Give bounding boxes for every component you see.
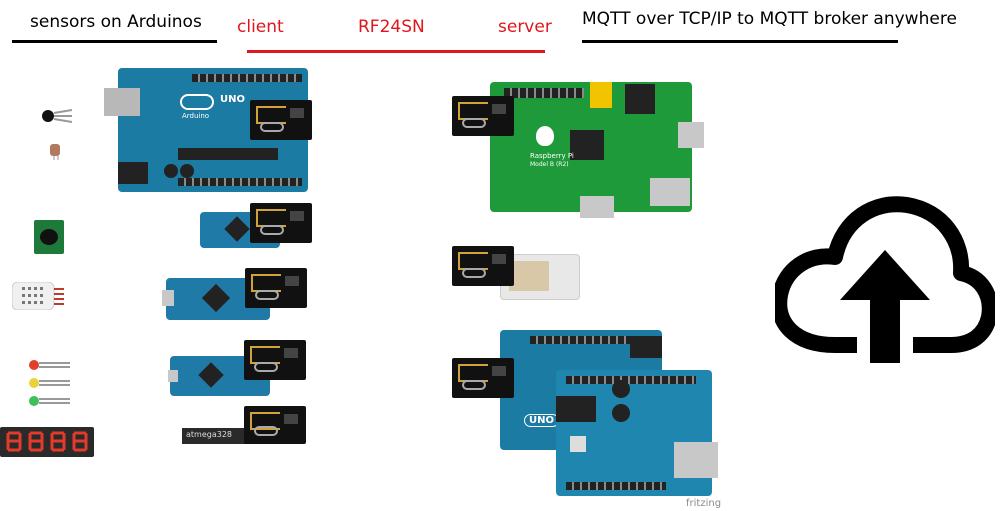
rule-rf24sn: [247, 50, 545, 53]
rule-sensors: [12, 40, 217, 43]
rf24-module-server-arduino: [452, 358, 514, 398]
rf24-module-client-4: [244, 340, 306, 380]
ethernet-shield: [556, 370, 718, 496]
raspberry-pi-server: Raspberry Pi Model B (R2): [490, 82, 704, 218]
led-red-icon: [28, 356, 70, 370]
uno-sub-label: Arduino: [182, 112, 210, 120]
rf24-module-server-2: [452, 246, 514, 286]
led-yellow-icon: [28, 374, 70, 388]
power-jack-client: [118, 162, 148, 184]
rule-mqtt: [582, 40, 898, 43]
header-mqtt: MQTT over TCP/IP to MQTT broker anywhere: [582, 9, 957, 29]
sensor-transistor-icon: [42, 108, 73, 126]
sensor-module-icon: [34, 220, 64, 254]
header-sensors: sensors on Arduinos: [30, 12, 202, 32]
atmega-label: atmega328: [186, 430, 233, 439]
sensor-dht-icon: [11, 281, 64, 311]
rf24-module-client-3: [245, 268, 307, 308]
header-server: server: [498, 17, 552, 37]
arduino-logo-icon: [180, 94, 214, 110]
pi-model-label: Model B (R2): [530, 161, 569, 168]
header-rf24sn: RF24SN: [358, 17, 425, 37]
led-green-icon: [28, 392, 70, 406]
rf24-module-client-5: [244, 406, 306, 444]
header-client: client: [237, 17, 284, 37]
raspberry-logo-icon: [536, 126, 554, 146]
rf24-module-client-2: [250, 203, 312, 243]
rf24-module-client-uno: [250, 100, 312, 140]
cloud-upload-icon: [771, 195, 998, 365]
uno-brand-label: UNO: [220, 94, 245, 105]
usb-port-client: [104, 88, 140, 116]
fritzing-credit: fritzing: [686, 498, 722, 509]
sensor-photoresistor-icon: [48, 142, 64, 160]
rf24-module-server-pi: [452, 96, 514, 136]
uno-server-label: UNO: [524, 414, 559, 427]
seven-segment-display: [0, 427, 94, 457]
pi-brand-label: Raspberry Pi: [530, 152, 574, 160]
